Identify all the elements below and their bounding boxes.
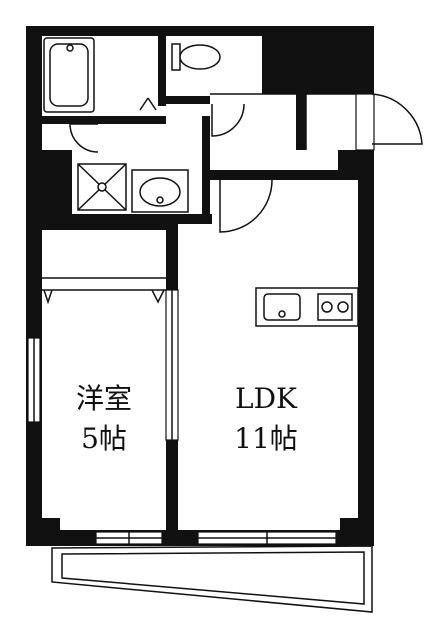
washing-machine-pan-icon	[77, 163, 127, 211]
sliding-doors	[165, 289, 179, 441]
left-window	[27, 337, 41, 423]
entrance-door	[355, 93, 423, 151]
western-room-name: 洋室	[76, 382, 132, 415]
toilet-door	[211, 103, 245, 137]
bathtub-icon	[43, 37, 95, 113]
toilet-icon	[171, 43, 221, 71]
closet	[40, 277, 166, 305]
washbasin-icon	[131, 169, 189, 213]
bath-door	[139, 97, 157, 111]
ldk-door	[219, 179, 273, 233]
balcony	[51, 545, 373, 613]
ldk-name: LDK	[235, 382, 298, 415]
bottom-windows	[95, 531, 337, 545]
western-room-size: 5帖	[81, 422, 127, 455]
ldk-size: 11帖	[234, 422, 298, 455]
entrance-step	[210, 93, 356, 150]
washroom-door	[69, 123, 99, 153]
kitchen-sink-icon	[263, 293, 301, 321]
gas-stove-icon	[317, 293, 353, 321]
